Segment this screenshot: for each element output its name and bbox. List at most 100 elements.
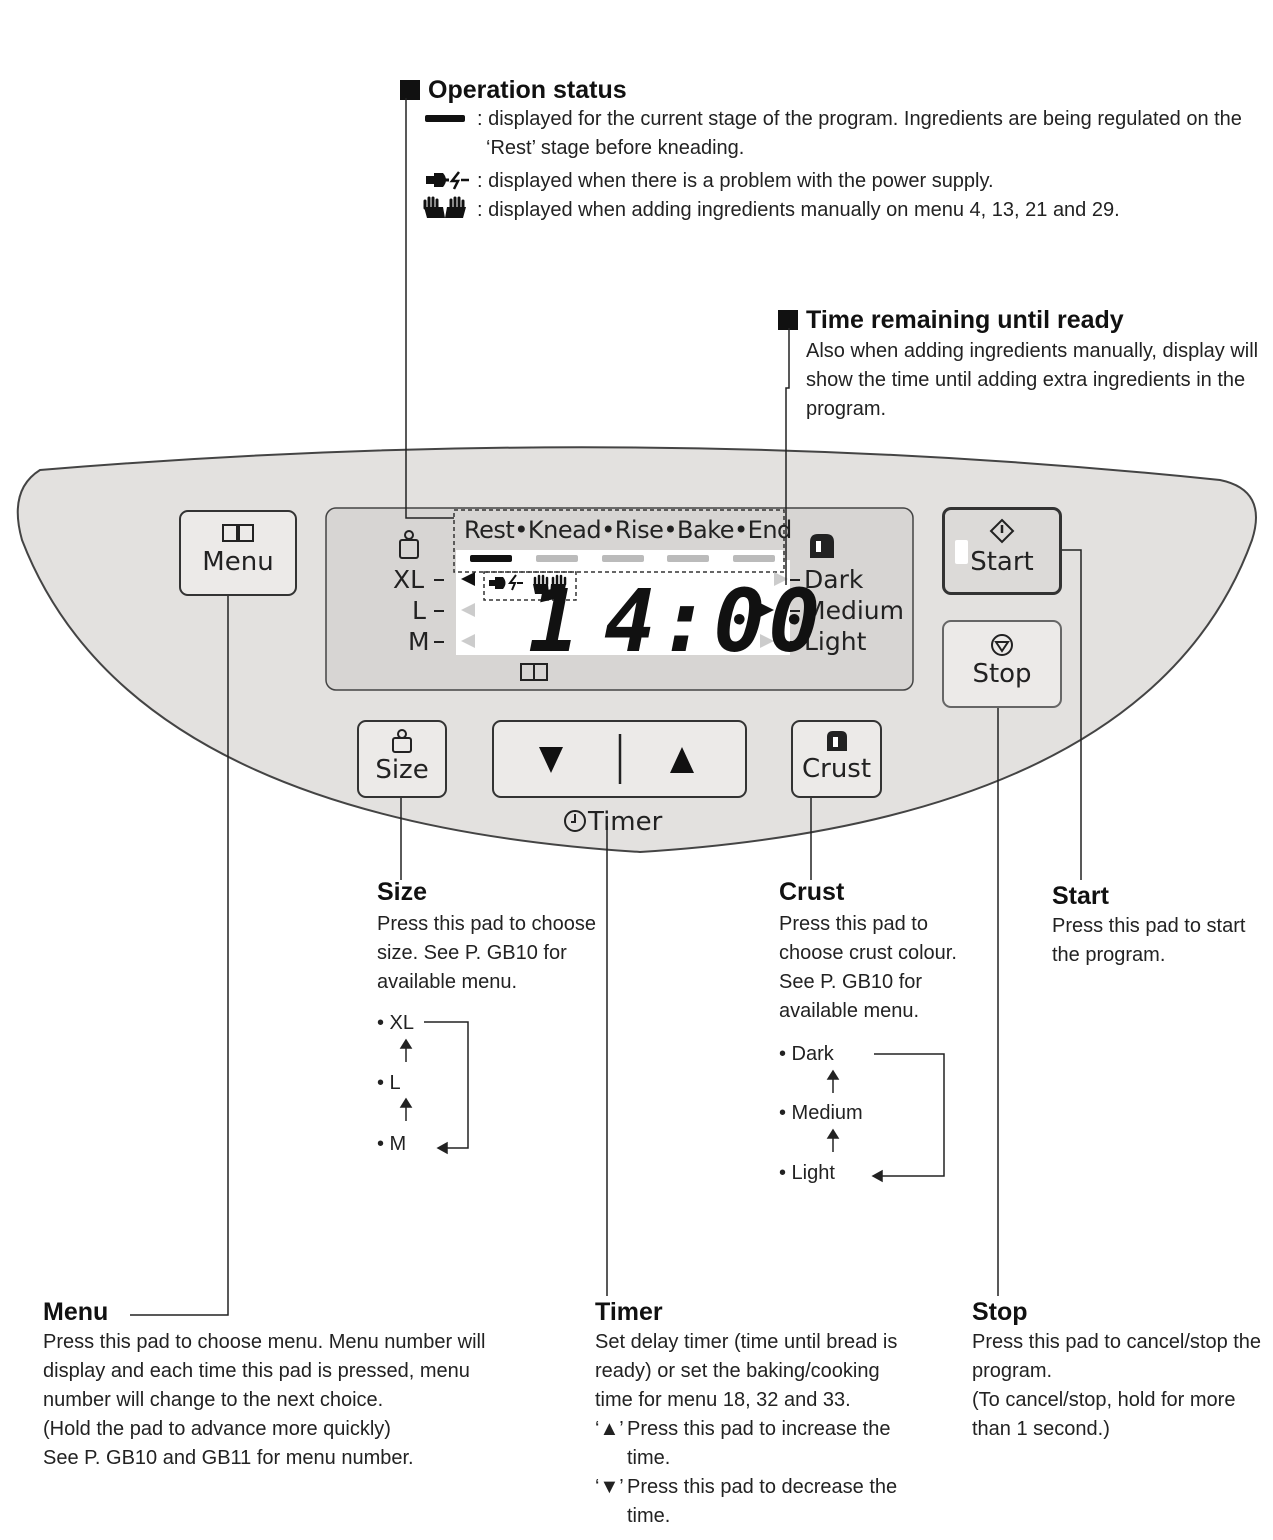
crust-heading: Crust — [779, 878, 845, 906]
icon-dashed-box — [483, 571, 577, 601]
stop-desc-3: (To cancel/stop, hold for more — [972, 1389, 1236, 1411]
time-display: 4:00 — [604, 572, 824, 672]
menu-button-label: Menu — [202, 547, 274, 577]
timer-button[interactable] — [492, 720, 747, 798]
timer-up-mark: ‘▲’ — [595, 1418, 624, 1440]
menu-number-display: 1 — [528, 572, 583, 672]
size-cycle-bracket — [424, 1021, 469, 1149]
book-icon — [222, 524, 254, 542]
stop-icon — [991, 634, 1013, 656]
menu-desc-2: display and each time this pad is presse… — [43, 1360, 470, 1382]
crust-desc-3: See P. GB10 for — [779, 971, 923, 993]
size-desc-1: Press this pad to choose — [377, 913, 597, 935]
crust-indicator-dark — [774, 572, 788, 586]
power-problem-desc: : displayed when there is a problem with… — [477, 170, 994, 192]
stage-bar-bake — [667, 555, 709, 562]
crust-desc-2: choose crust colour. — [779, 942, 957, 964]
stage-bar-desc-1: : displayed for the current stage of the… — [477, 108, 1242, 130]
stage-bar-desc-2: ‘Rest’ stage before kneading. — [486, 137, 745, 159]
stop-desc-4: than 1 second.) — [972, 1418, 1110, 1440]
size-label-xl: XL — [393, 565, 425, 594]
start-desc-1: Press this pad to start — [1052, 915, 1246, 937]
hands-icon — [423, 196, 466, 218]
menu-desc-5: See P. GB10 and GB11 for menu number. — [43, 1447, 414, 1469]
size-indicator-m — [461, 634, 475, 648]
stop-button[interactable]: Stop — [942, 620, 1062, 708]
start-desc-2: the program. — [1052, 944, 1166, 966]
stage-bar-icon — [425, 115, 465, 122]
menu-desc-3: number will change to the next choice. — [43, 1389, 384, 1411]
start-icon — [989, 518, 1015, 544]
leader-operation-status — [405, 98, 454, 519]
stage-bar-rise — [602, 555, 644, 562]
size-option-m: • M — [377, 1133, 407, 1155]
menu-desc-1: Press this pad to choose menu. Menu numb… — [43, 1331, 486, 1353]
leader-time-remaining — [785, 328, 790, 585]
size-button-label: Size — [375, 755, 429, 785]
menu-button[interactable]: Menu — [179, 510, 297, 596]
stage-dashed-box — [453, 509, 785, 573]
lcd-side-dashes — [434, 579, 800, 643]
start-indicator-light — [955, 540, 968, 564]
leader-menu — [130, 585, 229, 1316]
timer-desc-1: Set delay timer (time until bread is — [595, 1331, 898, 1353]
time-remaining-heading: Time remaining until ready — [778, 306, 1124, 335]
stop-heading: Stop — [972, 1298, 1028, 1326]
stage-labels: Rest•Knead•Rise•Bake•End — [464, 516, 792, 544]
time-remaining-desc-2: show the time until adding extra ingredi… — [806, 369, 1246, 391]
crust-icon — [826, 731, 847, 751]
timer-down-mark: ‘▼’ — [595, 1476, 624, 1498]
crust-option-dark: • Dark — [779, 1043, 834, 1065]
size-button[interactable]: Size — [357, 720, 447, 798]
timer-up-desc-1: Press this pad to increase the — [627, 1418, 891, 1440]
menu-heading: Menu — [43, 1298, 109, 1326]
timer-arrows — [539, 734, 694, 784]
size-indicator-xl — [461, 572, 475, 586]
crust-cycle-bracket — [874, 1053, 945, 1177]
timer-label-text: Timer — [588, 807, 663, 837]
crust-label-light: Light — [804, 627, 867, 656]
crust-option-medium: • Medium — [779, 1102, 863, 1124]
stage-bar-knead — [536, 555, 578, 562]
size-option-xl: • XL — [377, 1012, 415, 1034]
crust-label-dark: Dark — [804, 565, 864, 594]
size-option-l: • L — [377, 1072, 401, 1094]
start-button[interactable]: Start — [942, 507, 1062, 595]
size-label-l: L — [412, 596, 426, 625]
size-desc-3: available menu. — [377, 971, 518, 993]
weight-icon-lcd — [399, 530, 419, 559]
hands-icon-lcd — [533, 574, 567, 594]
clock-icon — [564, 810, 586, 832]
crust-label-medium: Medium — [804, 596, 904, 625]
timer-down-desc-1: Press this pad to decrease the — [627, 1476, 898, 1498]
timer-down-desc-2: time. — [627, 1505, 671, 1527]
timer-desc-3: time for menu 18, 32 and 33. — [595, 1389, 851, 1411]
time-remaining-desc-1: Also when adding ingredients manually, d… — [806, 340, 1259, 362]
power-icon-lcd — [489, 574, 523, 591]
stage-bar-end — [733, 555, 775, 562]
crust-desc-1: Press this pad to — [779, 913, 928, 935]
crust-button-label: Crust — [801, 754, 872, 784]
timer-desc-2: ready) or set the baking/cooking — [595, 1360, 880, 1382]
crust-indicator-light — [760, 634, 774, 648]
crust-icon-lcd — [810, 534, 834, 558]
power-problem-icon — [426, 171, 469, 190]
crust-button[interactable]: Crust — [791, 720, 882, 798]
size-indicator-l — [461, 603, 475, 617]
timer-heading: Timer — [595, 1298, 663, 1326]
hands-desc: : displayed when adding ingredients manu… — [477, 199, 1120, 221]
book-icon-lcd — [520, 663, 548, 681]
timer-label: Timer — [562, 807, 662, 837]
crust-indicator-medium — [760, 603, 774, 617]
time-remaining-desc-3: program. — [806, 398, 887, 420]
stop-button-label: Stop — [972, 659, 1032, 689]
stop-desc-2: program. — [972, 1360, 1053, 1382]
timer-up-desc-2: time. — [627, 1447, 671, 1469]
size-heading: Size — [377, 878, 428, 906]
crust-desc-4: available menu. — [779, 1000, 920, 1022]
size-desc-2: size. See P. GB10 for — [377, 942, 567, 964]
operation-status-heading: Operation status — [400, 76, 627, 105]
start-button-label: Start — [970, 547, 1034, 577]
weight-icon — [392, 729, 412, 753]
stop-desc-1: Press this pad to cancel/stop the — [972, 1331, 1262, 1353]
